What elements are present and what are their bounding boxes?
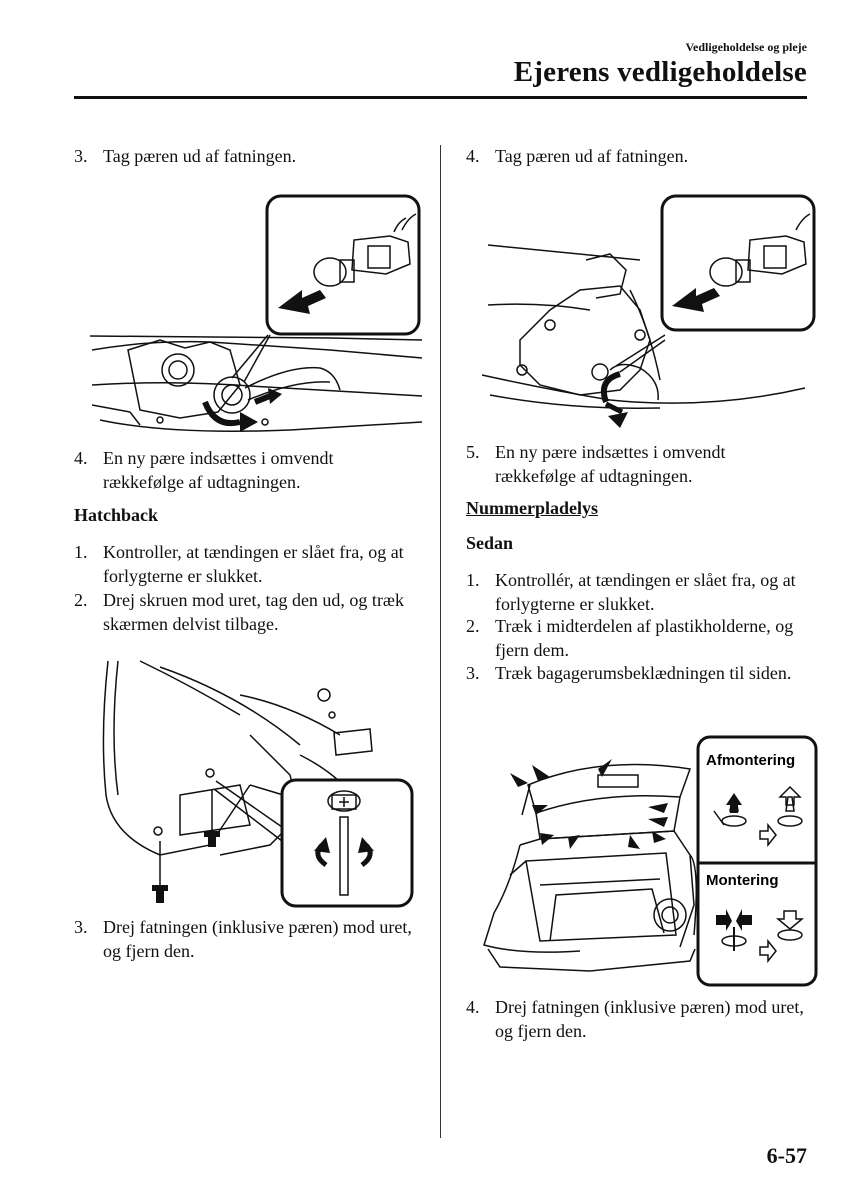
step-text: Træk bagagerumsbeklædningen til siden. <box>495 663 792 683</box>
step-text: Tag pæren ud af fatningen. <box>495 146 689 166</box>
step-number: 3. <box>74 917 88 937</box>
step-number: 5. <box>466 442 480 462</box>
hatchback-step-1: 1. Kontroller, at tændingen er slået fra… <box>74 540 414 588</box>
section-title: Vedligeholdelse og pleje <box>685 40 807 54</box>
clip-install-label: Montering <box>706 872 779 889</box>
right-step-5-reinstall: 5. En ny pære indsættes i omvendt rækkef… <box>466 440 806 488</box>
step-text: Kontrollér, at tændingen er slået fra, o… <box>495 570 796 614</box>
header-rule <box>74 96 807 99</box>
step-text: Drej fatningen (inklusive pæren) mod ure… <box>103 917 412 961</box>
sedan-heading: Sedan <box>466 533 514 553</box>
step-text: En ny pære indsættes i omvendt rækkefølg… <box>103 448 334 492</box>
clip-removal-label: Afmontering <box>706 752 795 769</box>
sedan-step-1: 1. Kontrollér, at tændingen er slået fra… <box>466 568 806 616</box>
fender-screw-illustration <box>102 660 414 908</box>
step-number: 4. <box>466 146 480 166</box>
hatchback-heading: Hatchback <box>74 505 159 525</box>
page-number: 6-57 <box>766 1143 807 1168</box>
rear-lamp-socket-illustration <box>89 194 423 432</box>
left-step-3-remove-bulb: 3. Tag pæren ud af fatningen. <box>74 144 414 168</box>
column-divider <box>440 145 441 1138</box>
step-number: 1. <box>466 570 480 590</box>
step-number: 1. <box>74 542 88 562</box>
rear-lamp-socket-illustration-right <box>481 194 816 428</box>
page-title: Ejerens vedligeholdelse <box>513 56 807 88</box>
step-number: 2. <box>466 616 480 636</box>
step-number: 4. <box>466 997 480 1017</box>
step-number: 4. <box>74 448 88 468</box>
trunk-trim-illustration: Afmontering Montering <box>483 735 818 987</box>
sedan-step-3: 3. Træk bagagerumsbeklædningen til siden… <box>466 661 806 685</box>
license-light-heading: Nummerpladelys <box>466 498 598 518</box>
step-number: 2. <box>74 590 88 610</box>
hatchback-step-3: 3. Drej fatningen (inklusive pæren) mod … <box>74 915 414 963</box>
step-text: Kontroller, at tændingen er slået fra, o… <box>103 542 404 586</box>
right-step-4-remove-bulb: 4. Tag pæren ud af fatningen. <box>466 144 806 168</box>
hatchback-step-2: 2. Drej skruen mod uret, tag den ud, og … <box>74 588 414 636</box>
step-text: En ny pære indsættes i omvendt rækkefølg… <box>495 442 726 486</box>
step-number: 3. <box>74 146 88 166</box>
sedan-step-2: 2. Træk i midterdelen af plastikholderne… <box>466 614 806 662</box>
step-number: 3. <box>466 663 480 683</box>
step-text: Drej skruen mod uret, tag den ud, og træ… <box>103 590 404 634</box>
step-text: Træk i midterdelen af plastikholderne, o… <box>495 616 794 660</box>
left-step-4-reinstall: 4. En ny pære indsættes i omvendt rækkef… <box>74 446 414 494</box>
step-text: Drej fatningen (inklusive pæren) mod ure… <box>495 997 804 1041</box>
step-text: Tag pæren ud af fatningen. <box>103 146 297 166</box>
sedan-step-4: 4. Drej fatningen (inklusive pæren) mod … <box>466 995 806 1043</box>
